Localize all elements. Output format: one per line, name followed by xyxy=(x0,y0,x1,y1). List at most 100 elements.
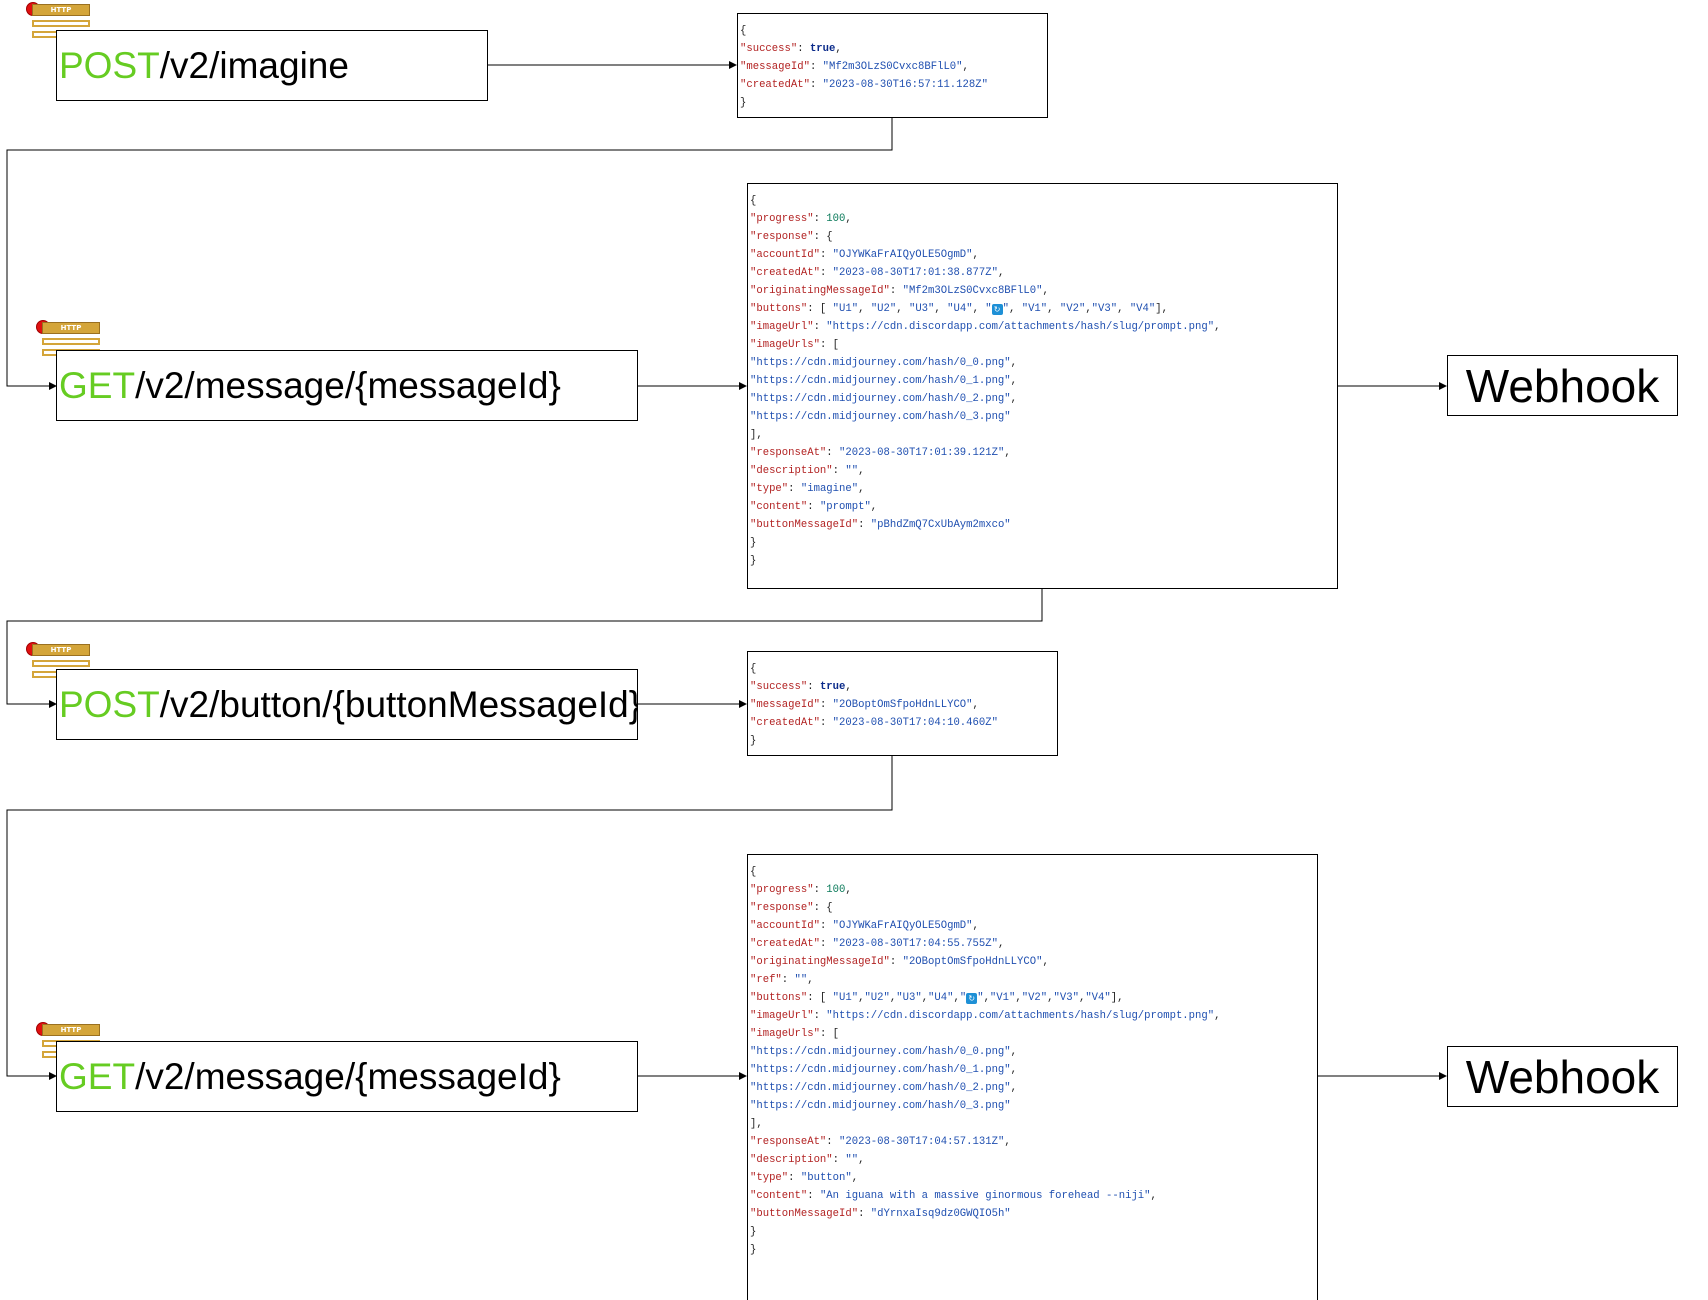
json-token: , xyxy=(1010,357,1018,369)
webhook-node[interactable]: Webhook xyxy=(1447,1046,1678,1107)
json-token: "https://cdn.midjourney.com/hash/0_1.png… xyxy=(750,1064,1011,1076)
json-token: , xyxy=(845,681,852,693)
json-token: , xyxy=(1214,1010,1221,1022)
json-line: "messageId": "2OBoptOmSfpoHdnLLYCO", xyxy=(750,696,1057,714)
json-token: , xyxy=(953,992,960,1004)
json-token: "https://cdn.midjourney.com/hash/0_0.png… xyxy=(750,357,1011,369)
json-token: "progress" xyxy=(750,213,814,225)
json-line: "imageUrl": "https://cdn.discordapp.com/… xyxy=(750,318,1337,336)
json-token: "createdAt" xyxy=(750,938,820,950)
json-response-message-2: {"progress": 100,"response": {"accountId… xyxy=(747,854,1318,1300)
json-token: , xyxy=(972,699,979,711)
json-token: , xyxy=(934,303,948,315)
json-token: "prompt" xyxy=(819,501,871,513)
json-token: , xyxy=(1010,1046,1018,1058)
http-method-label: GET xyxy=(59,365,136,406)
json-token: , xyxy=(1047,303,1060,315)
json-token: , xyxy=(889,992,897,1004)
endpoint-get-message-2[interactable]: GET /v2/message/{messageId} xyxy=(56,1041,638,1112)
json-token: "V4" xyxy=(1129,303,1156,315)
json-token: : xyxy=(813,884,827,896)
json-line: "ref": "", xyxy=(750,971,1317,989)
json-token: "progress" xyxy=(750,884,814,896)
json-line: "progress": 100, xyxy=(750,881,1317,899)
json-token: , xyxy=(1004,447,1011,459)
json-token: "accountId" xyxy=(750,249,820,261)
http-method-label: POST xyxy=(59,45,160,86)
json-token: , xyxy=(972,920,979,932)
json-token: , xyxy=(962,61,969,73)
json-token: "U3" xyxy=(896,992,922,1004)
json-token: "imageUrls" xyxy=(750,1028,820,1040)
json-response-imagine: {"success": true,"messageId": "Mf2m3OLzS… xyxy=(737,13,1048,118)
json-token: "Mf2m3OLzS0Cvxc8BFlL0" xyxy=(822,61,963,73)
json-line: "createdAt": "2023-08-30T17:01:38.877Z", xyxy=(750,264,1337,282)
json-token: } xyxy=(750,1244,757,1256)
json-line: { xyxy=(750,660,1057,678)
json-token: : xyxy=(819,267,833,279)
json-token: : xyxy=(807,681,820,693)
json-token: "messageId" xyxy=(750,699,820,711)
json-line: "https://cdn.midjourney.com/hash/0_0.png… xyxy=(750,354,1337,372)
json-line: "originatingMessageId": "Mf2m3OLzS0Cvxc8… xyxy=(750,282,1337,300)
json-token: , xyxy=(896,303,909,315)
json-line: "success": true, xyxy=(740,40,1047,58)
json-token: : xyxy=(826,447,840,459)
json-token: : [ xyxy=(819,339,840,351)
json-line: ], xyxy=(750,426,1337,444)
json-line: "type": "button", xyxy=(750,1169,1317,1187)
json-token: ], xyxy=(750,429,763,441)
json-token: "2023-08-30T17:04:10.460Z" xyxy=(832,717,998,729)
json-line: } xyxy=(750,732,1057,750)
json-token: "OJYWKaFrAIQyOLE5OgmD" xyxy=(832,920,973,932)
json-token: : xyxy=(813,213,827,225)
json-line: } xyxy=(750,552,1337,570)
json-token: , xyxy=(983,992,990,1004)
json-token: , xyxy=(1042,285,1049,297)
json-token: "https://cdn.discordapp.com/attachments/… xyxy=(826,1010,1215,1022)
json-line: ], xyxy=(750,1115,1317,1133)
json-token: : xyxy=(807,501,820,513)
endpoint-post-button[interactable]: POST /v2/button/{buttonMessageId} xyxy=(56,669,638,740)
json-token: : [ xyxy=(807,303,833,315)
endpoint-get-message[interactable]: GET /v2/message/{messageId} xyxy=(56,350,638,421)
json-token: "2023-08-30T17:04:55.755Z" xyxy=(832,938,998,950)
json-line: "https://cdn.midjourney.com/hash/0_3.png… xyxy=(750,408,1337,426)
json-line: "responseAt": "2023-08-30T17:04:57.131Z"… xyxy=(750,1133,1317,1151)
json-token: "" xyxy=(794,974,808,986)
json-token: "button" xyxy=(800,1172,852,1184)
json-token: , xyxy=(1009,303,1022,315)
json-line: "response": { xyxy=(750,228,1337,246)
json-token: "https://cdn.midjourney.com/hash/0_3.png… xyxy=(750,1100,1011,1112)
json-token: , xyxy=(870,501,878,513)
json-line: } xyxy=(750,534,1337,552)
json-token: "createdAt" xyxy=(750,717,820,729)
json-line: "description": "", xyxy=(750,462,1337,480)
json-line: } xyxy=(750,1241,1317,1259)
json-line: "buttonMessageId": "pBhdZmQ7CxUbAym2mxco… xyxy=(750,516,1337,534)
json-token: , xyxy=(858,483,865,495)
json-line: "buttons": [ "U1","U2","U3","U4","↻","V1… xyxy=(750,989,1317,1007)
json-token: : xyxy=(813,321,827,333)
json-token: : { xyxy=(813,902,833,914)
json-token: "originatingMessageId" xyxy=(750,285,890,297)
json-token: : xyxy=(781,974,795,986)
json-token: , xyxy=(807,974,814,986)
json-token: , xyxy=(1047,992,1054,1004)
endpoint-path-label: /v2/imagine xyxy=(159,45,349,86)
json-token: "Mf2m3OLzS0Cvxc8BFlL0" xyxy=(902,285,1043,297)
webhook-node[interactable]: Webhook xyxy=(1447,355,1678,416)
json-token: "createdAt" xyxy=(750,267,820,279)
json-token: , xyxy=(1085,303,1092,315)
refresh-emoji-icon: ↻ xyxy=(966,993,978,1004)
endpoint-post-imagine[interactable]: POST /v2/imagine xyxy=(56,30,488,101)
json-token: { xyxy=(750,195,757,207)
json-token: ], xyxy=(1155,303,1168,315)
json-token: , xyxy=(845,884,852,896)
json-token: , xyxy=(1078,992,1086,1004)
json-line: "response": { xyxy=(750,899,1317,917)
json-line: "https://cdn.midjourney.com/hash/0_3.png… xyxy=(750,1097,1317,1115)
json-token: : xyxy=(858,1208,871,1220)
json-token: "success" xyxy=(750,681,808,693)
json-token: , xyxy=(921,992,929,1004)
